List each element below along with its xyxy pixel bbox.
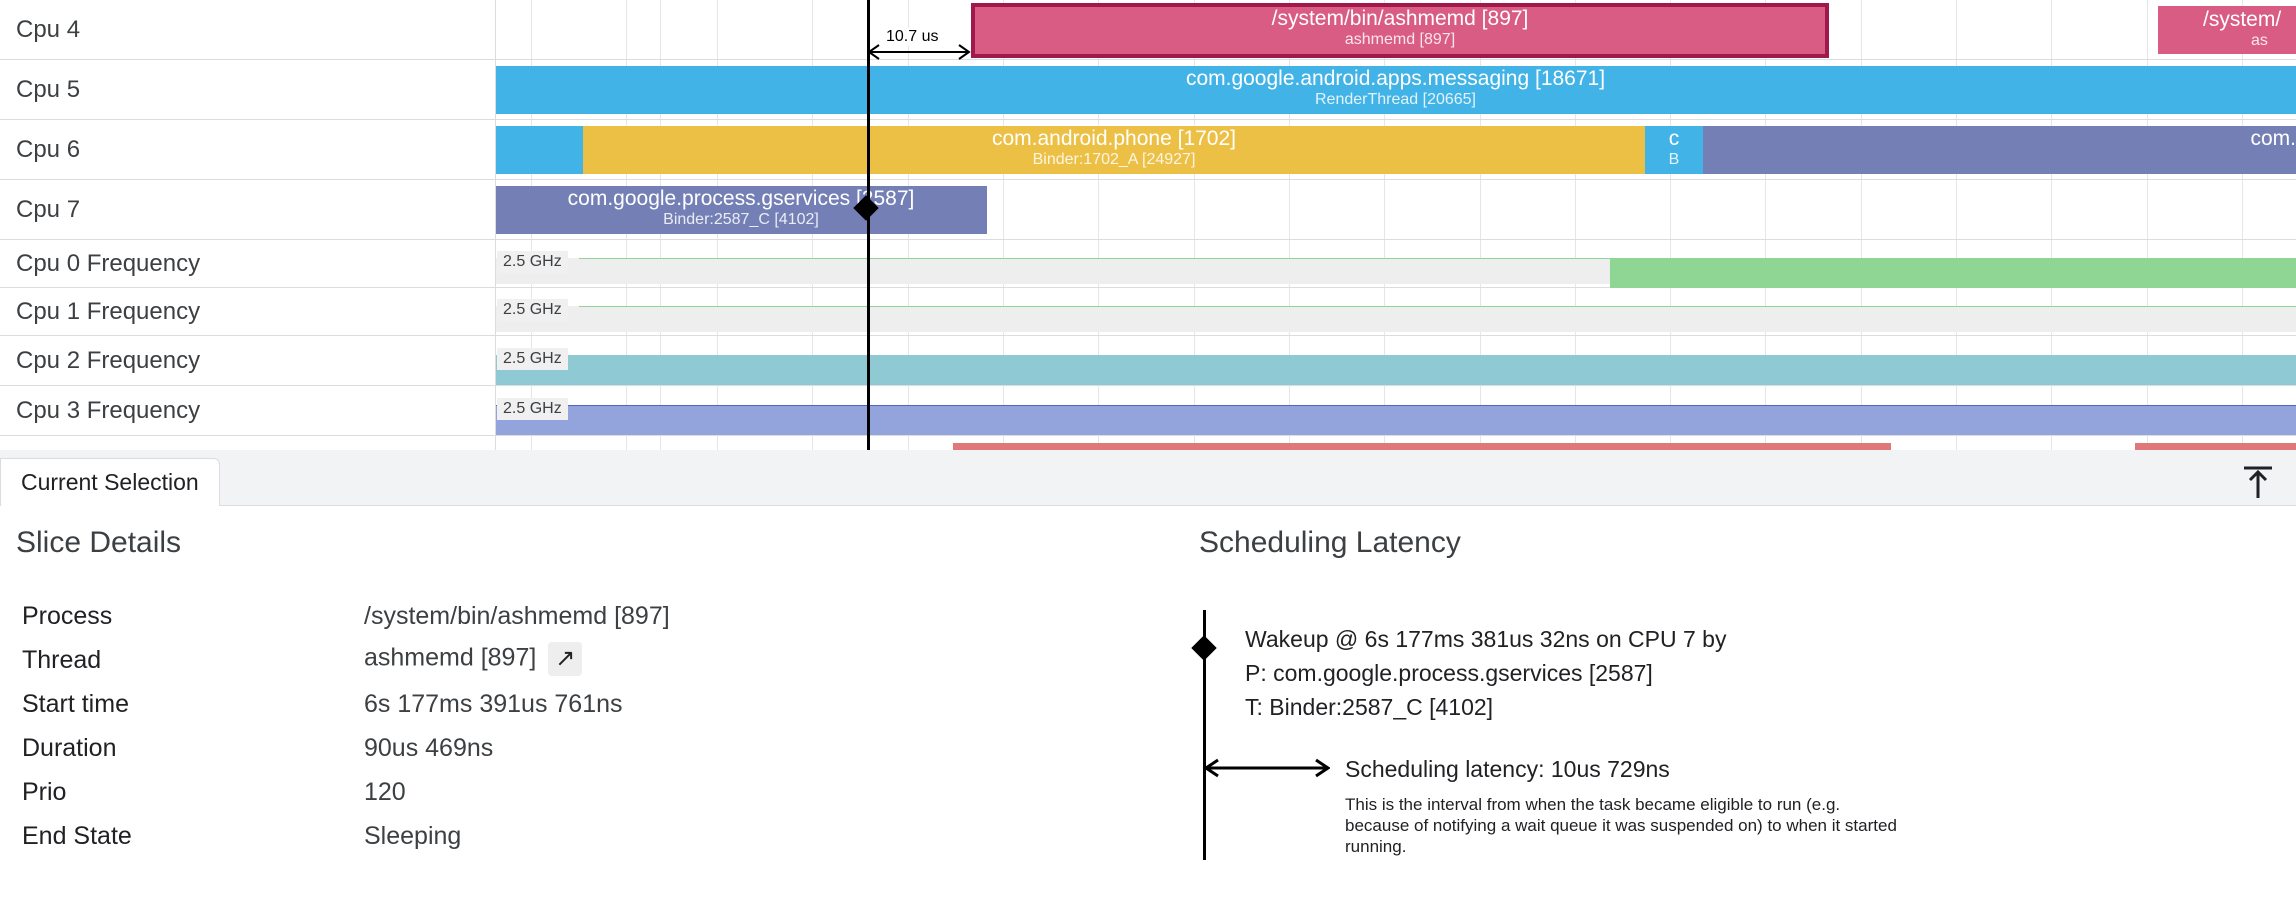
detail-key-start-time: Start time: [22, 690, 129, 718]
slice-ashmemd[interactable]: /system/bin/ashmemd [897] ashmemd [897]: [971, 3, 1829, 58]
detail-key-process: Process: [22, 602, 113, 630]
track-label-cpu6[interactable]: Cpu 6: [0, 120, 495, 180]
wakeup-line-3: T: Binder:2587_C [4102]: [1245, 694, 1494, 720]
freq-bar-cpu3[interactable]: [495, 406, 2296, 435]
open-thread-icon[interactable]: ↗: [548, 642, 583, 676]
tab-current-selection[interactable]: Current Selection: [0, 458, 220, 506]
track-label-cpu4[interactable]: Cpu 4: [0, 0, 495, 60]
tab-strip: Current Selection: [0, 450, 2296, 506]
detail-value-duration: 90us 469ns: [364, 734, 494, 762]
slice-details-title: Slice Details: [16, 526, 182, 559]
latency-value: Scheduling latency: 10us 729ns: [1345, 756, 1670, 782]
slice-title: com.google.process.gservices [2587]: [567, 187, 915, 210]
wakeup-line-2: P: com.google.process.gservices [2587]: [1245, 660, 1653, 686]
freq-bar-cpu0-idle: [495, 258, 1610, 284]
detail-value-thread-row: ashmemd [897] ↗: [364, 642, 583, 676]
latency-arrow-icon: [1204, 758, 1330, 778]
freq-bar-cpu1[interactable]: [579, 306, 2296, 307]
slice-cpu6-leading[interactable]: [495, 126, 583, 174]
freq-label-cpu3: 2.5 GHz: [497, 398, 568, 420]
track-label-cpu1-freq[interactable]: Cpu 1 Frequency: [0, 288, 495, 336]
slice-messaging[interactable]: com.google.android.apps.messaging [18671…: [495, 66, 2296, 114]
slice-gservices[interactable]: com.google.process.gservices [2587] Bind…: [495, 186, 987, 234]
slice-ashmemd-2[interactable]: /system/ as: [2158, 6, 2296, 54]
slice-subtitle: Binder:1702_A [24927]: [1032, 151, 1196, 168]
freq-label-cpu1: 2.5 GHz: [497, 299, 568, 321]
slice-cpu6-short[interactable]: c B: [1645, 126, 1703, 174]
collapse-panel-icon[interactable]: [2238, 462, 2278, 502]
detail-key-prio: Prio: [22, 778, 67, 806]
detail-key-thread: Thread: [22, 646, 102, 674]
detail-value-prio: 120: [364, 778, 406, 806]
freq-bar-cpu1-idle: [495, 306, 2296, 332]
detail-key-duration: Duration: [22, 734, 117, 762]
slice-phone[interactable]: com.android.phone [1702] Binder:1702_A […: [583, 126, 1645, 174]
slice-title: /system/bin/ashmemd [897]: [1271, 7, 1529, 30]
slice-cpu6-trailing[interactable]: com.: [1703, 126, 2296, 174]
detail-value-thread: ashmemd [897]: [364, 643, 537, 672]
freq-bar-next-partial: [953, 443, 1891, 450]
freq-label-cpu0: 2.5 GHz: [497, 251, 568, 273]
slice-title: com.google.android.apps.messaging [18671…: [1185, 67, 1606, 90]
track-label-cpu3-freq[interactable]: Cpu 3 Frequency: [0, 386, 495, 436]
wakeup-line-1: Wakeup @ 6s 177ms 381us 32ns on CPU 7 by: [1245, 626, 1727, 652]
track-label-column: Cpu 4 Cpu 5 Cpu 6 Cpu 7 Cpu 0 Frequency …: [0, 0, 496, 450]
freq-bar-cpu0[interactable]: [1610, 258, 2296, 288]
latency-timeline-line: [1203, 610, 1206, 860]
timeline-area[interactable]: Cpu 4 Cpu 5 Cpu 6 Cpu 7 Cpu 0 Frequency …: [0, 0, 2296, 450]
wakeup-diamond-icon: [1191, 635, 1217, 661]
details-panel: Current Selection Slice Details Process …: [0, 450, 2296, 898]
slice-subtitle: ashmemd [897]: [1344, 31, 1456, 48]
track-label-cpu5[interactable]: Cpu 5: [0, 60, 495, 120]
slice-title: c: [1668, 127, 1680, 150]
track-label-cpu2-freq[interactable]: Cpu 2 Frequency: [0, 336, 495, 386]
freq-label-cpu2: 2.5 GHz: [497, 348, 568, 370]
slice-title: /system/: [2203, 8, 2282, 31]
slice-title: com.android.phone [1702]: [991, 127, 1236, 150]
freq-bar-cpu2[interactable]: [495, 355, 2296, 385]
slice-subtitle: B: [1668, 151, 1680, 168]
wakeup-marker-line: [867, 0, 870, 450]
slice-title: com.: [2250, 127, 2296, 150]
detail-key-end-state: End State: [22, 822, 132, 850]
scheduling-latency-title: Scheduling Latency: [1199, 526, 1461, 559]
latency-arrow-icon: [867, 44, 971, 60]
slice-subtitle: RenderThread [20665]: [1315, 91, 1476, 108]
slice-subtitle: as: [2251, 32, 2268, 49]
track-label-cpu0-freq[interactable]: Cpu 0 Frequency: [0, 240, 495, 288]
tracks-area[interactable]: /system/bin/ashmemd [897] ashmemd [897] …: [495, 0, 2296, 450]
track-label-cpu7[interactable]: Cpu 7: [0, 180, 495, 240]
detail-value-end-state: Sleeping: [364, 822, 462, 850]
latency-description: This is the interval from when the task …: [1345, 795, 1897, 856]
slice-subtitle: Binder:2587_C [4102]: [663, 211, 819, 228]
detail-value-start-time: 6s 177ms 391us 761ns: [364, 690, 623, 718]
latency-arrow-label: 10.7 us: [883, 28, 942, 46]
detail-value-process: /system/bin/ashmemd [897]: [364, 602, 670, 630]
